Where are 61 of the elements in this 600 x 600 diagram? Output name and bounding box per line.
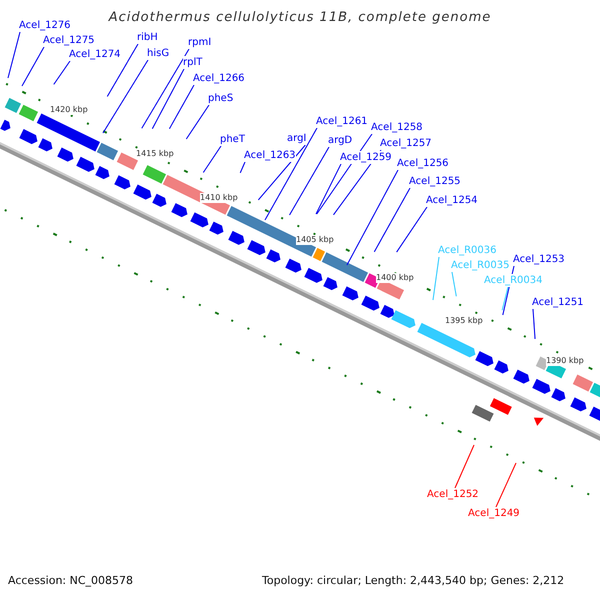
leader-line [396, 206, 428, 253]
leader-line [496, 462, 516, 508]
scale-label: 1390 kbp [546, 356, 584, 366]
gene-label: ribH [137, 31, 158, 44]
gene-label: Acel_1254 [426, 194, 478, 207]
scale-label: 1395 kbp [445, 316, 483, 326]
scale-label: 1410 kbp [200, 193, 238, 203]
gene-label: Acel_1266 [193, 72, 245, 85]
gene-label: pheT [220, 133, 245, 146]
leader-line [240, 162, 246, 174]
gene-label: Acel_1251 [532, 296, 584, 309]
gene-label: rpmI [188, 36, 212, 49]
gene-label: Acel_1276 [19, 19, 71, 32]
leader-line [202, 146, 222, 174]
leader-line [141, 48, 190, 129]
scale-label: 1420 kbp [50, 105, 88, 115]
gene-label: Acel_1256 [397, 157, 449, 170]
diagram-title: Acidothermus cellulolyticus 11B, complete genome [108, 10, 492, 25]
leader-line [289, 146, 330, 216]
leader-line [346, 170, 398, 266]
gene-label: Acel_1253 [513, 253, 565, 266]
leader-line [452, 272, 457, 297]
leader-line [152, 68, 184, 130]
leader-line [8, 32, 20, 78]
scale-label: 1400 kbp [376, 273, 414, 283]
leader-line [106, 44, 138, 97]
leader-line [264, 128, 318, 220]
gene-label: hisG [147, 47, 170, 60]
gene-label: argD [328, 134, 352, 147]
gene-label: Acel_1259 [340, 151, 392, 164]
gene-label: Acel_1274 [69, 48, 121, 61]
gene-label: Acel_1252 [427, 488, 479, 501]
gene-label: Acel_1275 [43, 34, 95, 47]
genome-info-text: Topology: circular; Length: 2,443,540 bp; Genes: 2,212 [262, 574, 564, 587]
gene-label: Acel_R0035 [451, 259, 510, 272]
gene-label: rplT [183, 56, 202, 69]
leader-line [258, 144, 306, 200]
gene-label: pheS [208, 92, 234, 105]
leader-line [432, 256, 440, 300]
gene-label: Acel_1258 [371, 121, 423, 134]
gene-label: Acel_1257 [380, 137, 432, 150]
leader-line [22, 46, 44, 86]
gene-label: Acel_R0036 [438, 244, 496, 257]
leader-line [168, 84, 194, 130]
leader-line [186, 104, 210, 140]
gene-label: Acel_1263 [244, 149, 296, 162]
leader-line [316, 164, 342, 214]
leader-line [454, 444, 474, 488]
gene-label: argI [287, 132, 306, 145]
leader-line [53, 60, 70, 85]
accession-text: Accession: NC_008578 [8, 574, 134, 587]
leader-line [374, 188, 410, 252]
leader-line [102, 60, 148, 134]
gene-label: Acel_1255 [409, 175, 461, 188]
gene-label: Acel_R0034 [484, 274, 542, 287]
scale-label: 1405 kbp [296, 235, 334, 245]
gene-label: Acel_1261 [316, 115, 368, 128]
scale-label: 1415 kbp [136, 149, 174, 159]
gene-label: Acel_1249 [468, 507, 520, 520]
leader-line [532, 308, 536, 340]
leader-line [502, 286, 508, 311]
